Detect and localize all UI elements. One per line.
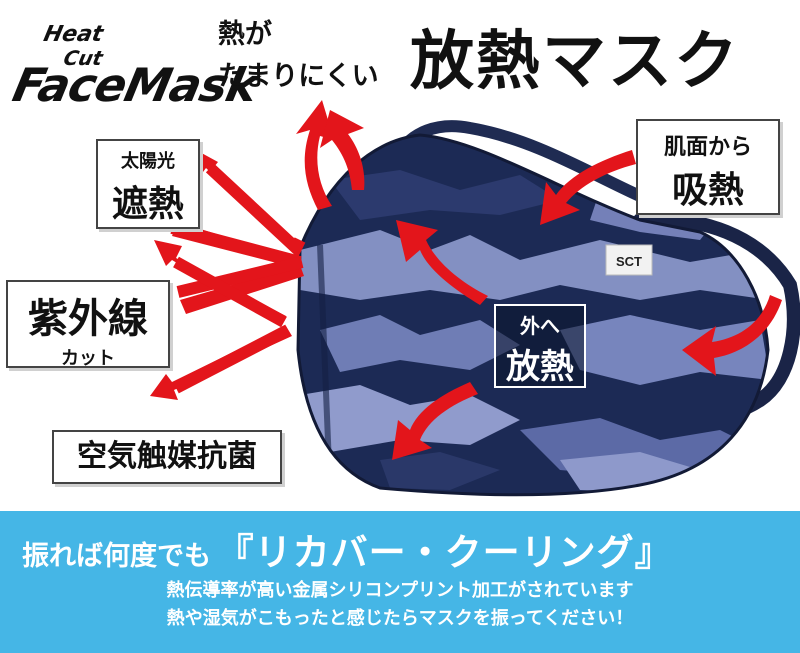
label-skin-big: 吸熱	[671, 169, 744, 211]
banner-title: 振れば何度でも 『リカバー・クーリング』	[22, 522, 673, 576]
arrow-side-in	[682, 295, 782, 376]
logo-heat: Heat	[41, 22, 106, 47]
arrow-up-left	[296, 100, 334, 210]
arrow-up-right	[320, 110, 365, 190]
page-title: 放熱マスク	[410, 24, 740, 99]
label-skin-small: 肌面から	[663, 134, 752, 160]
label-sunlight-big: 遮熱	[111, 183, 184, 225]
label-sunlight: 太陽光 遮熱	[96, 139, 200, 229]
arrow-inner-down	[392, 382, 478, 460]
bottom-banner	[0, 511, 800, 653]
banner-note-2: 熱や湿気がこもったと感じたらマスクを振ってください！	[166, 608, 634, 629]
label-uv-small: カット	[61, 348, 115, 369]
title-line1: 熱が	[218, 19, 272, 50]
title-line2: たまりにくい	[218, 61, 379, 92]
label-heat-release: 外へ 放熱	[494, 304, 586, 388]
mask-tag: SCT	[605, 244, 653, 276]
label-release-big: 放熱	[506, 347, 574, 387]
arrow-inner-up	[396, 220, 488, 305]
svg-text:SCT: SCT	[616, 254, 642, 269]
arrow-skin-in	[540, 150, 636, 225]
label-sunlight-small: 太陽光	[121, 151, 175, 172]
label-antibacterial: 空気触媒抗菌	[52, 430, 282, 484]
label-uv: 紫外線 カット	[6, 280, 170, 369]
label-release-small: 外へ	[520, 314, 560, 338]
banner-highlight: 『リカバー・クーリング』	[216, 530, 673, 574]
label-uv-big: 紫外線	[28, 295, 148, 342]
banner-lead: 振れば何度でも	[22, 541, 211, 572]
label-skin: 肌面から 吸熱	[636, 119, 780, 215]
banner-note-1: 熱伝導率が高い金属シリコンプリント加工がされています	[166, 580, 634, 601]
